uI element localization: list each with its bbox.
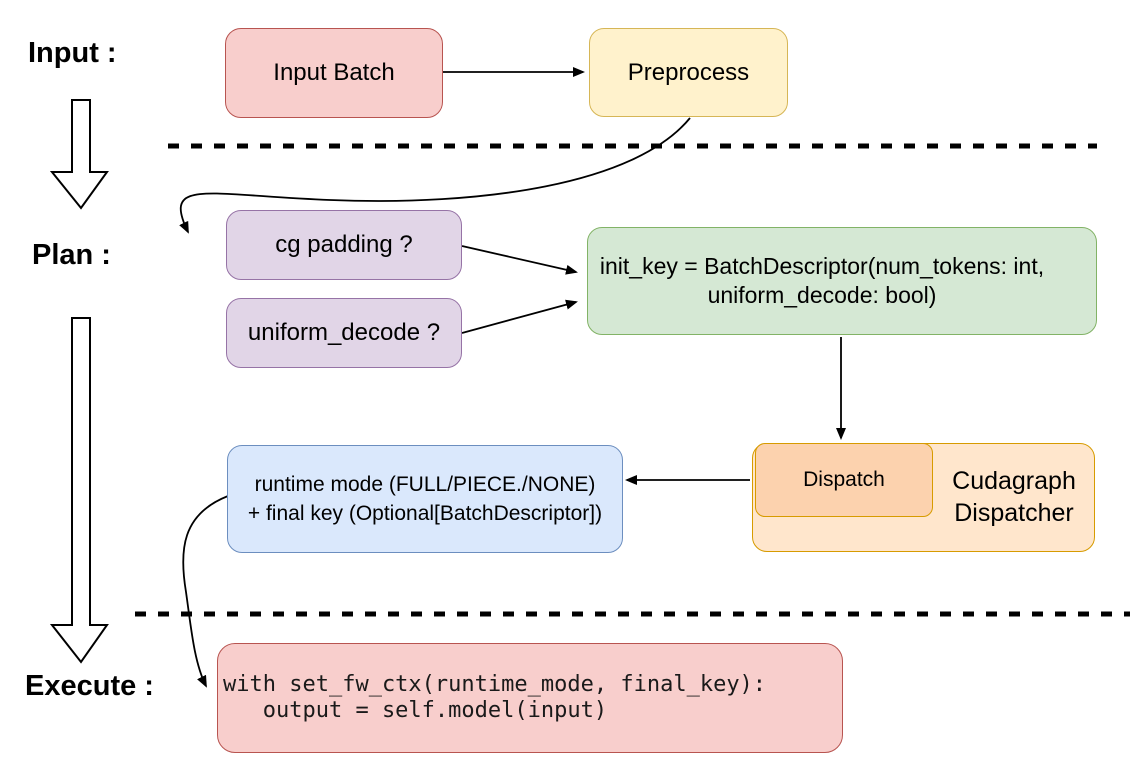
plan-stage-arrow (49, 317, 109, 664)
node-preprocess-label: Preprocess (627, 58, 750, 86)
node-runtime-line1: runtime mode (FULL/PIECE./NONE) (254, 472, 596, 496)
node-dispatch-label: Dispatch (803, 467, 885, 491)
arrow-cgpadding-to-initkey (461, 245, 578, 275)
cudagraph-label-line1: Cudagraph (952, 467, 1076, 496)
node-cg-padding-label: cg padding ? (275, 231, 413, 258)
node-runtime-final-key: runtime mode (FULL/PIECE./NONE) + final … (227, 445, 623, 553)
arrow-preprocess-to-cgpadding (179, 117, 691, 234)
stage-label-execute: Execute : (25, 670, 154, 702)
input-stage-arrow (49, 99, 109, 210)
node-cudagraph-dispatcher-label: Cudagraph Dispatcher (933, 443, 1095, 552)
node-execute-code: with set_fw_ctx(runtime_mode, final_key)… (217, 643, 843, 753)
arrow-runtime-to-execute (182, 495, 229, 688)
node-input-batch-label: Input Batch (273, 59, 395, 86)
execute-code-line2: output = self.model(input) (223, 698, 608, 723)
node-input-batch: Input Batch (225, 28, 443, 118)
arrow-uniformdecode-to-initkey (461, 299, 578, 334)
node-init-key: init_key = BatchDescriptor(num_tokens: i… (587, 227, 1097, 335)
stage-label-plan: Plan : (32, 239, 111, 271)
node-runtime-line2: + final key (Optional[BatchDescriptor]) (247, 502, 603, 525)
node-cg-padding: cg padding ? (226, 210, 462, 280)
node-uniform-decode-label: uniform_decode ? (247, 319, 441, 346)
node-preprocess: Preprocess (589, 28, 788, 117)
node-dispatch: Dispatch (755, 443, 933, 517)
cudagraph-label-line2: Dispatcher (954, 498, 1074, 527)
execute-code-line1: with set_fw_ctx(runtime_mode, final_key)… (223, 672, 767, 697)
node-init-key-line2: uniform_decode: bool) (707, 282, 937, 308)
stage-label-input: Input : (28, 37, 117, 69)
node-init-key-line1: init_key = BatchDescriptor(num_tokens: i… (599, 253, 1045, 280)
node-uniform-decode: uniform_decode ? (226, 298, 462, 368)
